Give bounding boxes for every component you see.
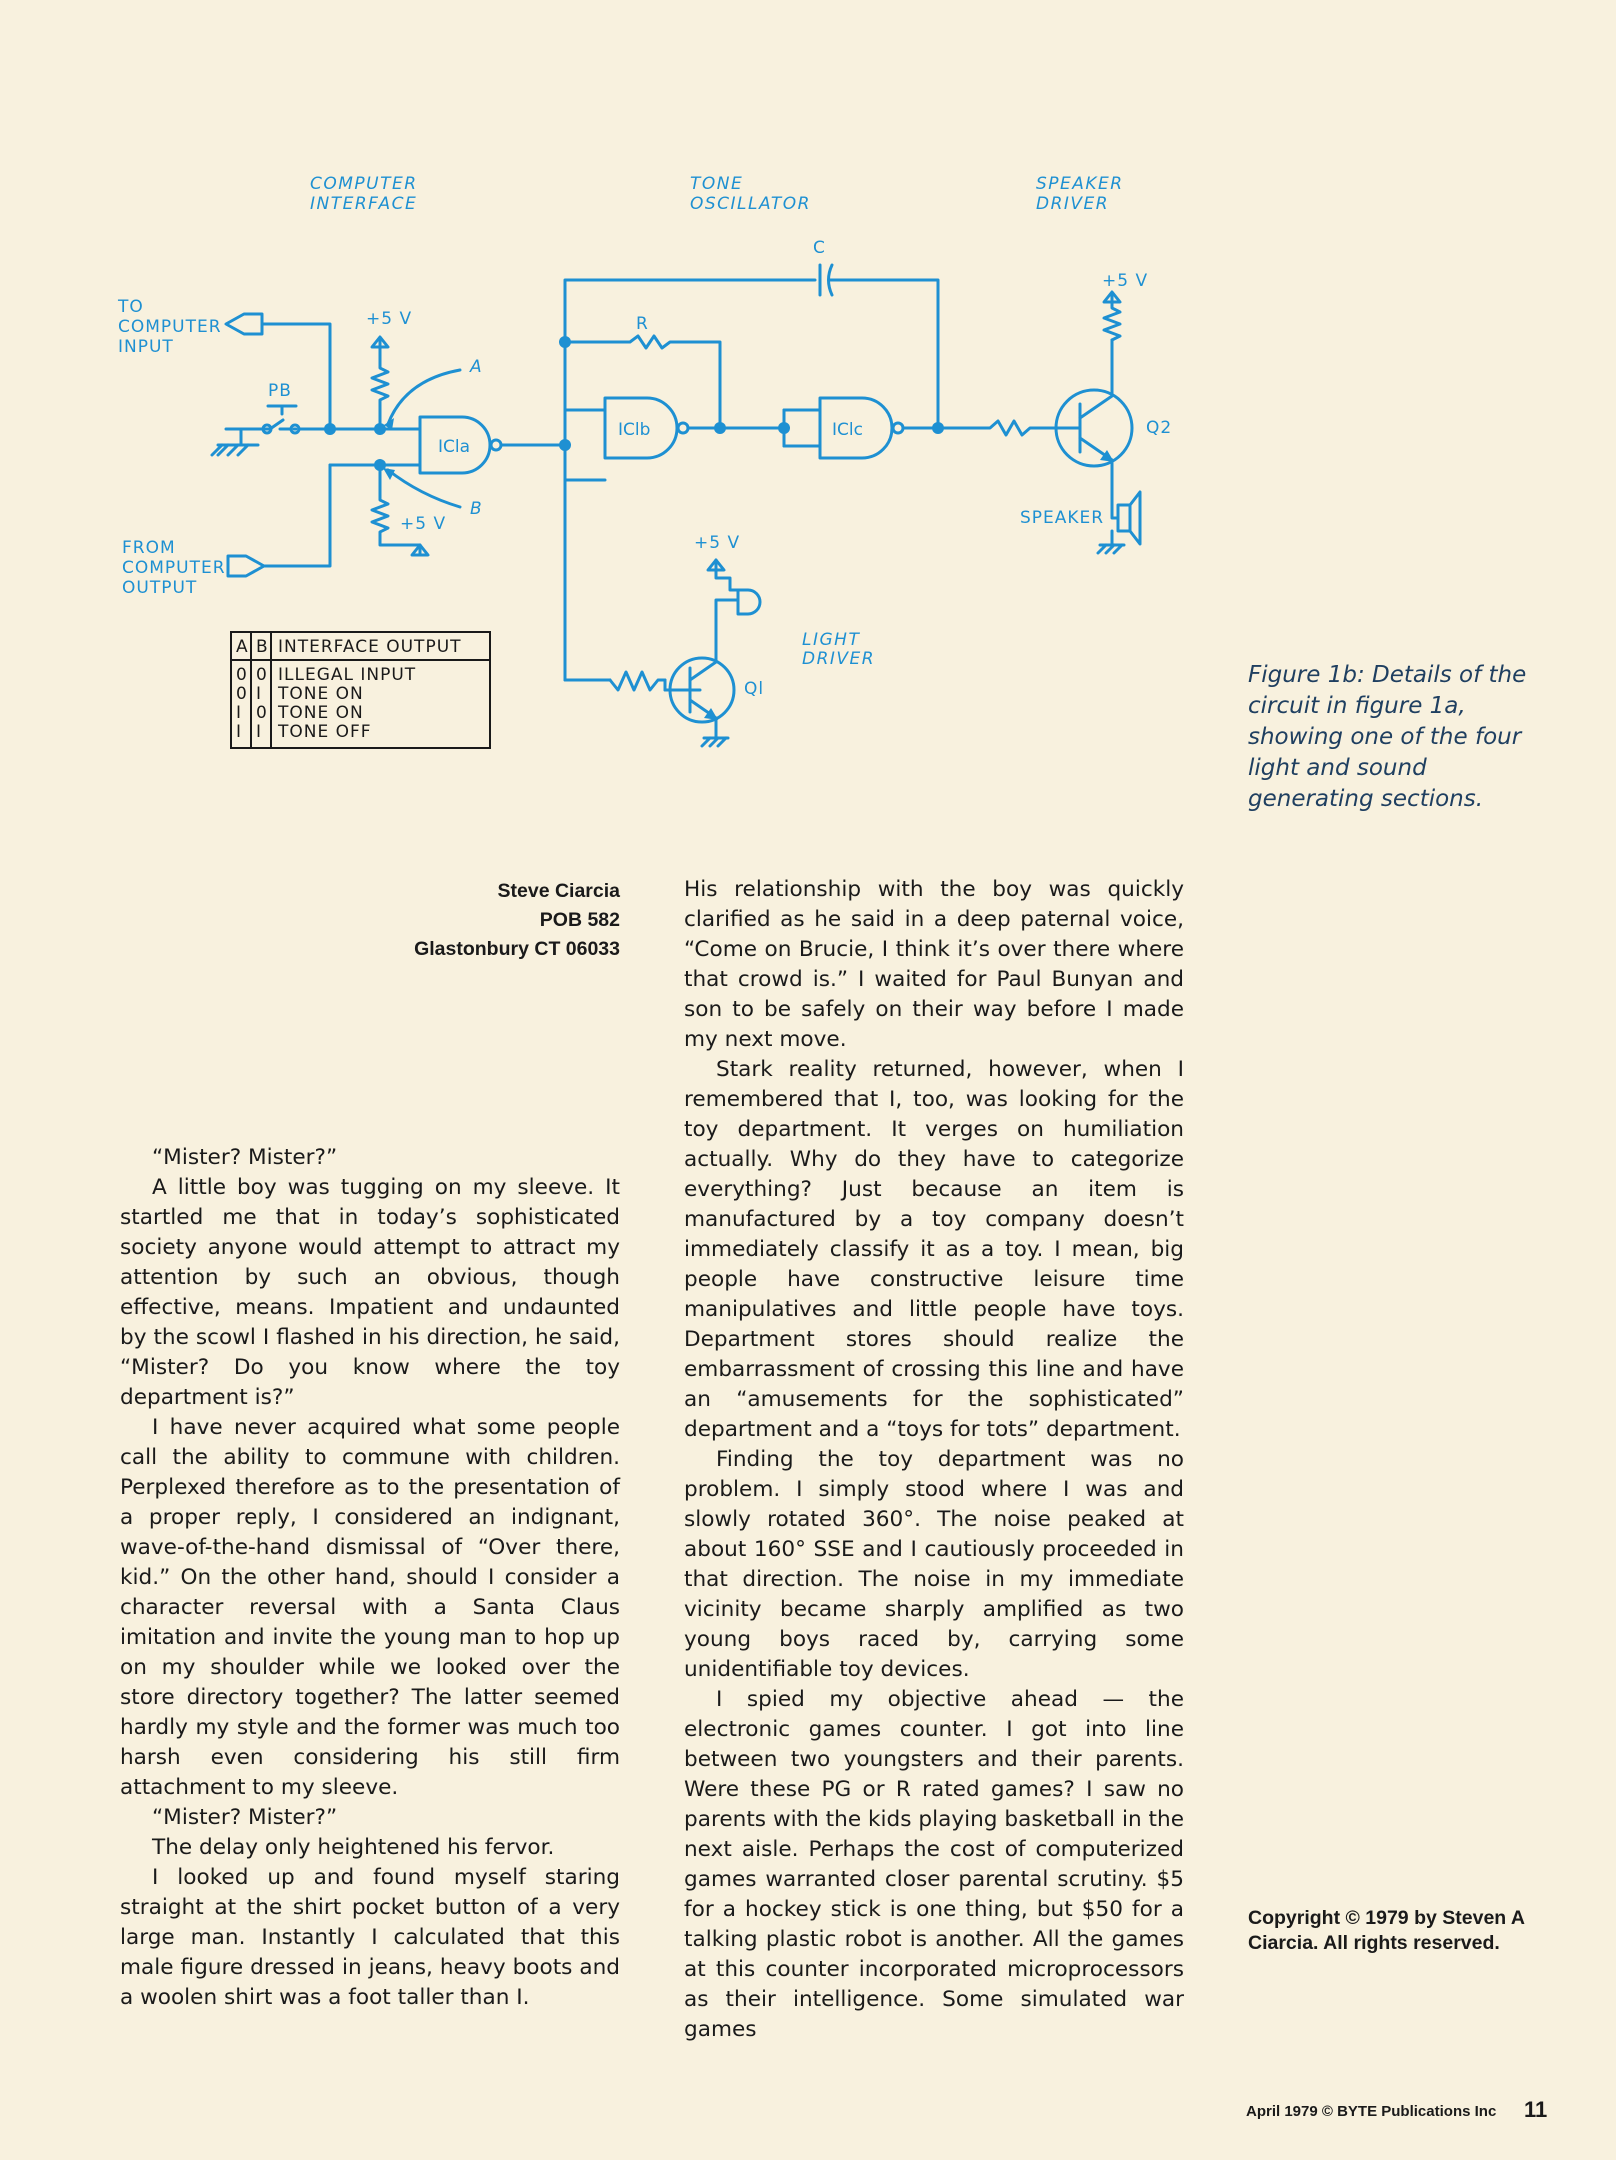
svg-text:COMPUTER: COMPUTER [118,317,222,337]
label-computer-interface: COMPUTER INTERFACE [310,174,418,214]
truth-table: A B INTERFACE OUTPUT 0 0 ILLEGAL INPUT 0… [230,631,491,749]
label-tone-oscillator: TONE OSCILLATOR [690,174,811,214]
svg-text:FROM: FROM [122,538,176,558]
svg-text:COMPUTER: COMPUTER [310,174,418,194]
copyright-notice: Copyright © 1979 by Steven A Ciarcia. Al… [1248,1907,1525,1954]
svg-text:IClc: IClc [832,420,863,440]
speaker-driver-circuit [978,290,1142,555]
svg-text:0: 0 [236,665,248,685]
svg-text:TONE OFF: TONE OFF [277,722,372,742]
svg-text:I: I [256,684,262,704]
circuit-schematic: COMPUTER INTERFACE TONE OSCILLATOR SPEAK… [117,174,1172,749]
figure-caption: Figure 1b: Details of the circuit in fig… [1248,662,1527,812]
svg-text:SPEAKER: SPEAKER [1036,174,1124,194]
label-resistor: R [636,314,649,334]
terminal-to-computer-input: TO COMPUTER INPUT [117,297,264,357]
svg-text:0: 0 [256,665,268,685]
light-driver-circuit [563,558,762,748]
junction-dot [324,423,336,435]
paragraph: Finding the toy department was no proble… [684,1447,1184,1682]
paragraph: Stark reality returned, however, when I … [684,1057,1184,1442]
svg-text:INTERFACE: INTERFACE [310,194,417,214]
author-name: Steve Ciarcia [497,880,621,902]
paragraph: His relationship with the boy was quickl… [684,877,1184,1052]
label-light-supply: +5 V [694,533,740,553]
svg-text:COMPUTER: COMPUTER [122,558,226,578]
author-byline: Steve Ciarcia POB 582 Glastonbury CT 060… [300,877,620,964]
junction-dot [374,423,386,435]
svg-text:INPUT: INPUT [118,337,174,357]
svg-text:INTERFACE OUTPUT: INTERFACE OUTPUT [278,637,462,657]
svg-text:DRIVER: DRIVER [802,649,875,669]
svg-text:TONE ON: TONE ON [277,703,364,723]
svg-text:ICla: ICla [438,437,470,457]
svg-text:IClb: IClb [618,420,650,440]
svg-text:I: I [236,722,242,742]
junction-dot [559,336,571,348]
label-point-b: B [470,499,483,519]
svg-text:LIGHT: LIGHT [802,630,860,650]
svg-text:I: I [236,703,242,723]
svg-text:A: A [236,637,249,657]
gate-icla: ICla [418,415,567,475]
junction-dot [374,459,386,471]
paragraph: “Mister? Mister?” [152,1805,338,1830]
label-supply-top: +5 V [366,309,412,329]
paragraph: I spied my objective ahead — the electro… [684,1687,1184,2042]
label-point-a: A [469,357,483,377]
label-speaker: SPEAKER [1020,508,1104,528]
svg-text:TONE: TONE [690,174,743,194]
label-pb: PB [268,381,292,401]
label-capacitor: C [813,238,826,258]
gate-iclb: IClb [603,396,786,460]
label-q1: Ql [744,679,764,699]
svg-text:ILLEGAL INPUT: ILLEGAL INPUT [278,665,416,685]
svg-text:TONE ON: TONE ON [277,684,364,704]
junction-dot [714,422,726,434]
svg-text:OUTPUT: OUTPUT [122,578,197,598]
footer-issue: April 1979 © BYTE Publications Inc [1246,2103,1497,2120]
paragraph: A little boy was tugging on my sleeve. I… [120,1175,620,1410]
author-city: Glastonbury CT 06033 [414,938,620,960]
paragraph: I looked up and found myself staring str… [120,1865,620,2010]
svg-text:OSCILLATOR: OSCILLATOR [690,194,811,214]
article-column-1: “Mister? Mister?” A little boy was tuggi… [120,1143,620,2013]
article-column-2: His relationship with the boy was quickl… [684,875,1184,2045]
label-q2: Q2 [1146,418,1172,438]
label-speaker-supply: +5 V [1102,271,1148,291]
svg-text:0: 0 [256,703,268,723]
gate-iclc: IClc [782,396,982,460]
tone-oscillator-wiring [563,263,940,692]
junction-dot [932,422,944,434]
svg-text:TO: TO [117,297,144,317]
label-supply-bottom: +5 V [400,514,446,534]
svg-text:DRIVER: DRIVER [1036,194,1109,214]
terminal-from-computer-output: FROM COMPUTER OUTPUT [122,538,266,598]
svg-text:I: I [256,722,262,742]
label-light-driver: LIGHT DRIVER [802,630,875,669]
label-speaker-driver: SPEAKER DRIVER [1036,174,1124,214]
paragraph: I have never acquired what some people c… [120,1415,620,1800]
author-address: POB 582 [539,909,620,931]
page-number: 11 [1524,2097,1548,2122]
svg-text:B: B [256,637,269,657]
paragraph: “Mister? Mister?” [152,1145,338,1170]
paragraph: The delay only heightened his fervor. [152,1835,555,1860]
svg-text:0: 0 [236,684,248,704]
